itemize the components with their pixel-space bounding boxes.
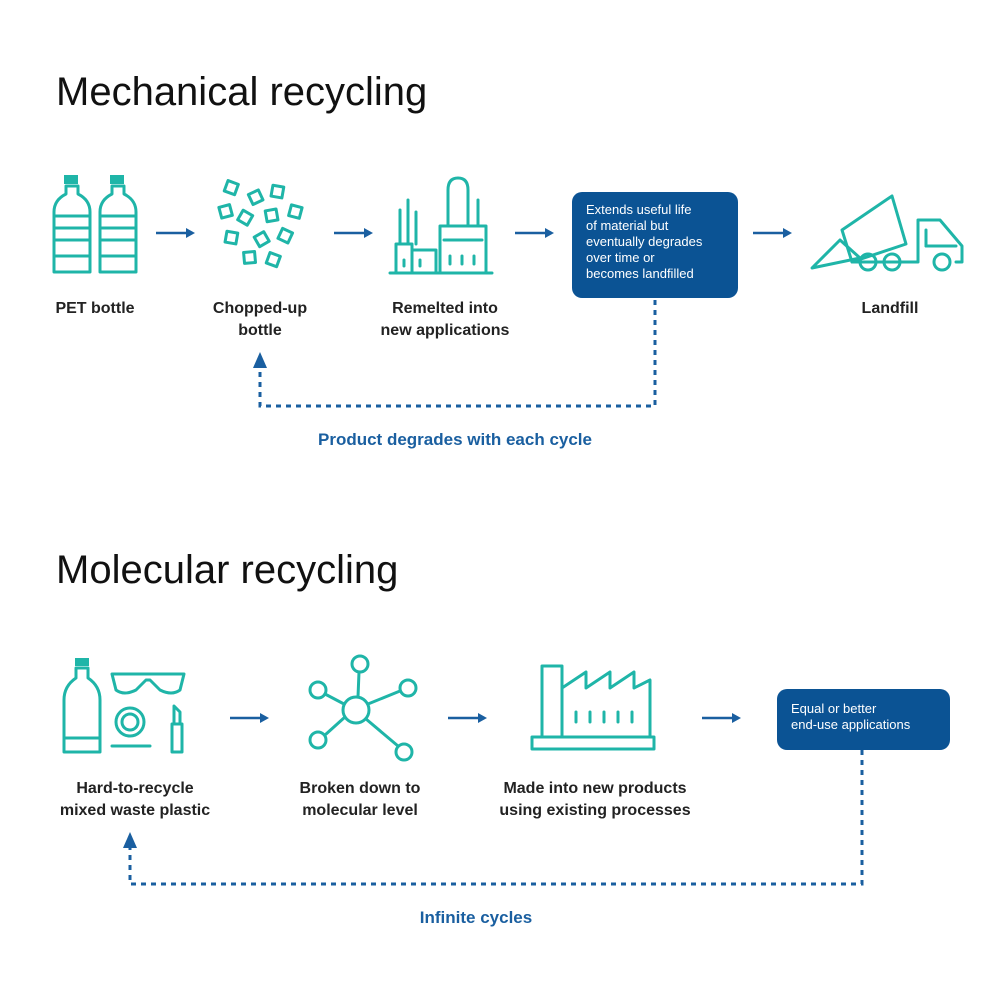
- mol-arrow-1: [230, 713, 269, 723]
- step-label-chopped-bottle: Chopped-up bottle: [212, 300, 308, 339]
- mixed-plastics-icon: [62, 658, 186, 754]
- step-label-molecular-level: Broken down to molecular level: [299, 780, 421, 819]
- mechanical-callout: Extends useful life of material but even…: [572, 192, 738, 298]
- mech-loop-arrow: [253, 300, 657, 408]
- molecular-loop-label: Infinite cycles: [419, 908, 533, 927]
- mech-arrow-3: [515, 228, 554, 238]
- mech-arrow-2: [334, 228, 373, 238]
- molecule-icon: [308, 654, 418, 762]
- step-label-new-products: Made into new products using existing pr…: [499, 780, 691, 819]
- mol-loop-arrow: [123, 750, 864, 886]
- mech-arrow-4: [753, 228, 792, 238]
- mechanical-loop-label: Product degrades with each cycle: [318, 430, 592, 449]
- step-label-mixed-plastic: Hard-to-recycle mixed waste plastic: [59, 780, 211, 819]
- step-label-pet-bottle: PET bottle: [55, 300, 135, 317]
- mol-arrow-2: [448, 713, 487, 723]
- molecular-title: Molecular recycling: [56, 548, 399, 592]
- pet-bottles-icon: [52, 175, 138, 274]
- chopped-bottle-icon: [217, 179, 304, 269]
- refinery-icon: [388, 176, 494, 275]
- dump-truck-icon: [810, 194, 964, 272]
- mol-arrow-3: [702, 713, 741, 723]
- step-label-landfill: Landfill: [861, 300, 919, 317]
- step-label-remelted: Remelted into new applications: [380, 300, 510, 339]
- mechanical-title: Mechanical recycling: [56, 70, 428, 114]
- mech-arrow-1: [156, 228, 195, 238]
- molecular-callout: Equal or better end-use applications: [777, 689, 950, 750]
- factory-icon: [530, 664, 656, 751]
